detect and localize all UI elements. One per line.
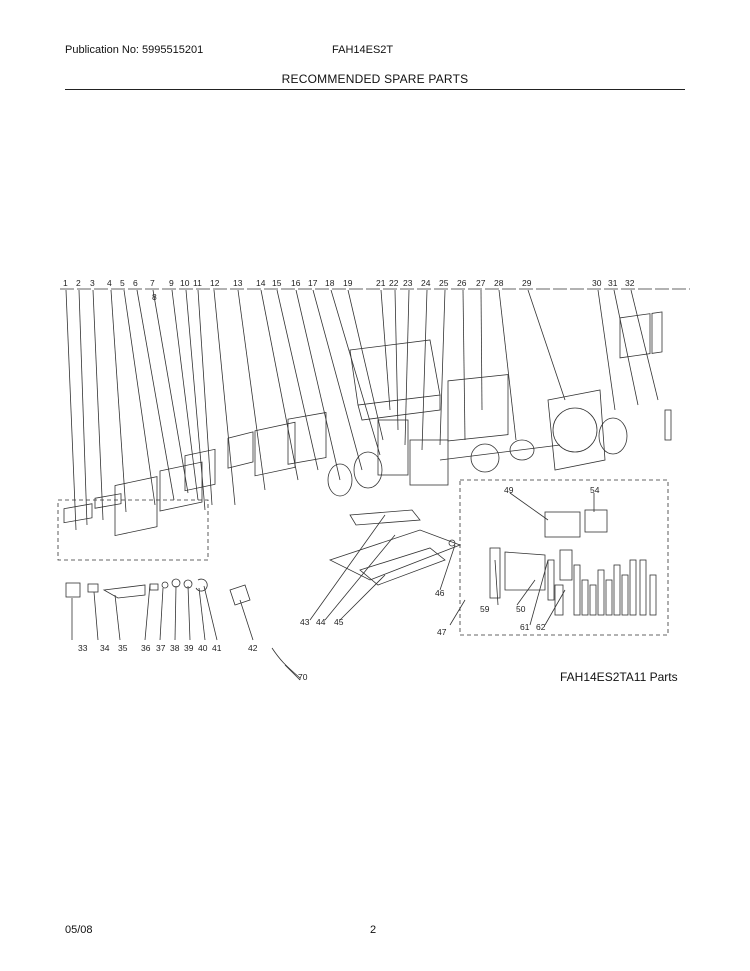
callout-45: 45 — [334, 617, 344, 627]
callout-2: 2 — [76, 278, 81, 288]
callout-6: 6 — [133, 278, 138, 288]
callout-61: 61 — [520, 622, 530, 632]
callout-21: 21 — [376, 278, 386, 288]
callout-12: 12 — [210, 278, 220, 288]
callout-22: 22 — [389, 278, 399, 288]
callout-49: 49 — [504, 485, 514, 495]
callout-8: 8 — [152, 292, 157, 302]
callout-13: 13 — [233, 278, 243, 288]
callout-43: 43 — [300, 617, 310, 627]
callout-37: 37 — [156, 643, 166, 653]
footer-page-number: 2 — [370, 924, 377, 936]
callout-23: 23 — [403, 278, 413, 288]
callout-59: 59 — [480, 604, 490, 614]
callout-24: 24 — [421, 278, 431, 288]
callout-36: 36 — [141, 643, 151, 653]
callout-25: 25 — [439, 278, 449, 288]
footer-date: 05/08 — [65, 924, 93, 936]
callout-10: 10 — [180, 278, 190, 288]
callout-26: 26 — [457, 278, 467, 288]
header-rule — [65, 89, 685, 90]
callout-16: 16 — [291, 278, 301, 288]
callout-70: 70 — [298, 672, 308, 682]
callout-19: 19 — [343, 278, 353, 288]
callout-4: 4 — [107, 278, 112, 288]
callout-47: 47 — [437, 627, 447, 637]
callout-18: 18 — [325, 278, 335, 288]
callout-3: 3 — [90, 278, 95, 288]
front-grille-group — [57, 499, 209, 561]
callout-46: 46 — [435, 588, 445, 598]
callout-17: 17 — [308, 278, 318, 288]
callout-7: 7 — [150, 278, 155, 288]
callout-34: 34 — [100, 643, 110, 653]
callout-15: 15 — [272, 278, 282, 288]
callout-33: 33 — [78, 643, 88, 653]
callout-40: 40 — [198, 643, 208, 653]
callout-14: 14 — [256, 278, 266, 288]
callout-38: 38 — [170, 643, 180, 653]
callout-29: 29 — [522, 278, 532, 288]
callouts-bottom: 33 34 35 36 37 38 39 40 41 42 43 44 45 46 47 49 50 54 59 61… — [78, 485, 600, 682]
callout-54: 54 — [590, 485, 600, 495]
callout-27: 27 — [476, 278, 486, 288]
model-number: FAH14ES2T — [332, 44, 394, 56]
callout-1: 1 — [63, 278, 68, 288]
page-title: RECOMMENDED SPARE PARTS — [281, 72, 469, 86]
callout-5: 5 — [120, 278, 125, 288]
callout-28: 28 — [494, 278, 504, 288]
callout-9: 9 — [169, 278, 174, 288]
callout-42: 42 — [248, 643, 258, 653]
callout-35: 35 — [118, 643, 128, 653]
callout-50: 50 — [516, 604, 526, 614]
callout-44: 44 — [316, 617, 326, 627]
callout-11: 11 — [193, 278, 202, 288]
callout-41: 41 — [212, 643, 222, 653]
accessory-kit-group — [459, 479, 669, 636]
callout-62: 62 — [536, 622, 546, 632]
callout-39: 39 — [184, 643, 194, 653]
parts-caption: FAH14ES2TA11 Parts — [560, 670, 678, 684]
callout-31: 31 — [608, 278, 618, 288]
publication-number: Publication No: 5995515201 — [65, 44, 204, 56]
callout-32: 32 — [625, 278, 635, 288]
callout-30: 30 — [592, 278, 602, 288]
leader-lines — [65, 289, 659, 681]
